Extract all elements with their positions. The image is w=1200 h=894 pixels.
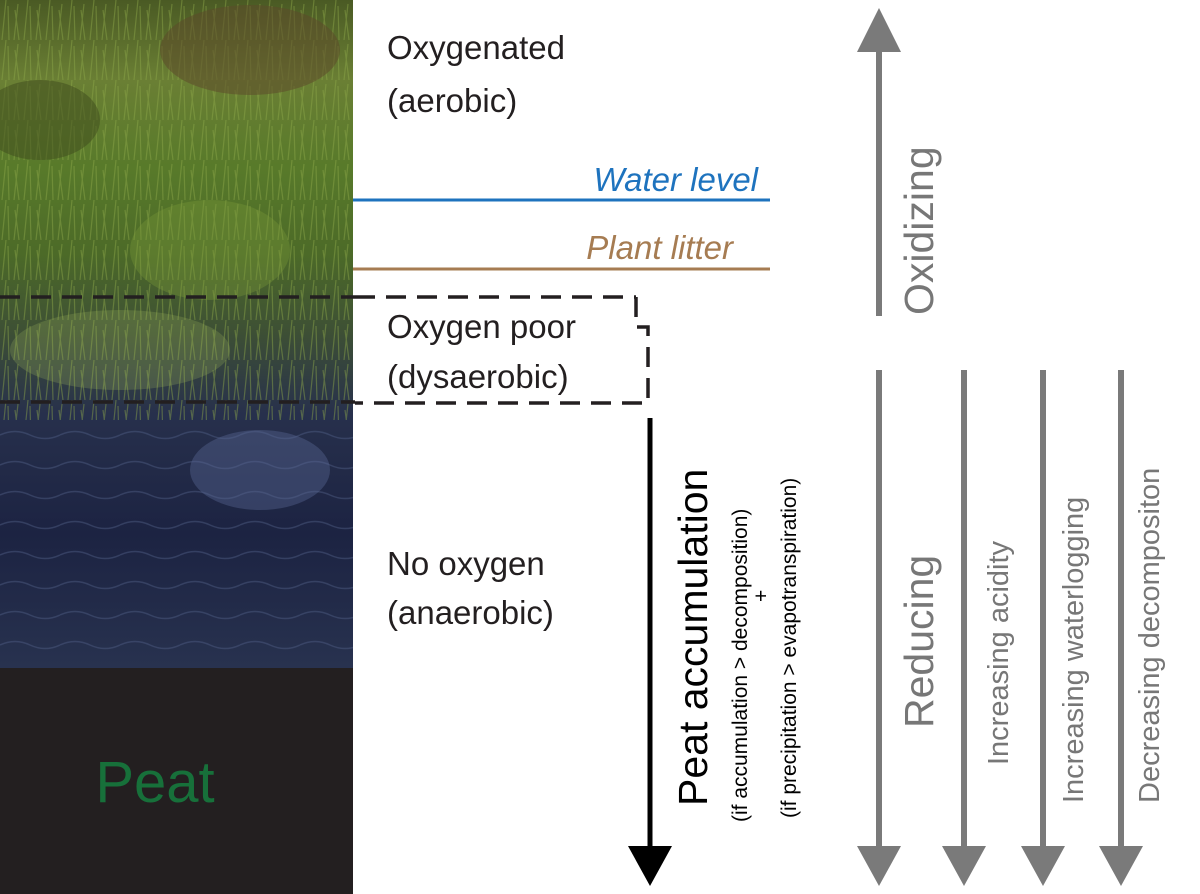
peat-accumulation-title: Peat accumulation [670, 469, 716, 806]
acidity-arrow [942, 370, 986, 886]
water-level-label: Water level [594, 161, 760, 198]
plant-litter-label: Plant litter [586, 229, 735, 266]
oxidizing-arrow [857, 8, 901, 316]
oxidizing-label: Oxidizing [896, 146, 942, 315]
peat-block [0, 668, 353, 894]
zone-oxygenated-line1: Oxygenated [387, 29, 565, 66]
dysaerobic-zone-outline [0, 295, 650, 405]
reducing-label: Reducing [896, 555, 942, 728]
zone-no-oxygen-line1: No oxygen [387, 545, 545, 582]
waterlogging-label: Increasing waterlogging [1058, 497, 1090, 803]
zone-no-oxygen-line2: (anaerobic) [387, 594, 554, 631]
zone-oxygen-poor-line1: Oxygen poor [387, 308, 576, 345]
zone-oxygen-poor-line2: (dysaerobic) [387, 358, 569, 395]
acidity-label: Increasing acidity [983, 540, 1015, 765]
bog-photo [0, 0, 353, 668]
decomposition-arrow [1099, 370, 1143, 886]
decomposition-label: Decreasing decompositon [1134, 468, 1166, 803]
waterlogging-arrow [1021, 370, 1065, 886]
peat-accumulation-arrow [628, 418, 672, 886]
peat-accumulation-plus: + [750, 590, 773, 602]
reducing-arrow [857, 370, 901, 886]
peat-accumulation-condition1: (if accumulation > decomposition) [729, 509, 752, 822]
peat-accumulation-condition2: (if precipitation > evapotranspiration) [778, 478, 801, 818]
zone-oxygenated-line2: (aerobic) [387, 82, 517, 119]
peat-label: Peat [95, 750, 214, 815]
